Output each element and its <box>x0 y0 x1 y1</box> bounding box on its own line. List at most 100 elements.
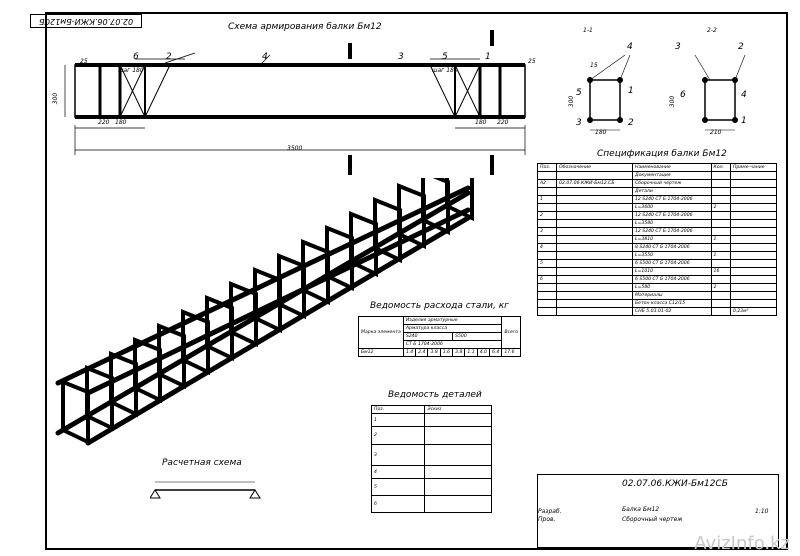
spec-cell <box>536 251 558 260</box>
details-sketch <box>424 465 492 479</box>
stamp-label: Пров. <box>538 516 556 523</box>
details-sketch <box>424 478 492 496</box>
details-pos: 2 <box>370 426 426 445</box>
spec-cell: L=1010 <box>631 267 712 276</box>
spec-cell <box>729 195 778 204</box>
spec-cell <box>729 283 778 292</box>
spec-cell <box>710 219 731 228</box>
spec-cell: 3 <box>536 227 558 236</box>
spec-cell <box>710 179 731 188</box>
spec-cell <box>556 171 633 180</box>
steel-row-mark: Бм12 <box>358 348 404 357</box>
spec-cell: Бетон класса С12/15 <box>631 299 712 308</box>
spec-header: Кол. <box>710 163 731 172</box>
dim-step-right: шаг 180 <box>432 67 458 74</box>
drawing-frame <box>45 12 788 550</box>
spec-cell: 12 S240 СТ Б 1704-2006 <box>631 195 712 204</box>
callout-5: 5 <box>442 52 448 62</box>
spec-cell <box>556 227 633 236</box>
spec-cell <box>556 187 633 196</box>
spec-title: Спецификация балки Бм12 <box>597 149 727 159</box>
watermark: AvizInfo.kz <box>694 533 790 554</box>
stirrup <box>301 239 330 306</box>
spec-cell <box>729 179 778 188</box>
spec-cell: L=3600 <box>631 203 712 212</box>
sec2-callout-3: 3 <box>675 42 681 52</box>
details-sketch <box>424 444 492 466</box>
spec-cell <box>536 219 558 228</box>
spec-row: 2 12 S240 СТ Б 1704-2006 <box>536 211 778 220</box>
spec-cell: L=3550 <box>631 251 712 260</box>
sec-dim-h: 300 <box>568 95 576 108</box>
spec-cell <box>729 243 778 252</box>
spec-cell: 6 <box>536 275 558 284</box>
spec-cell <box>710 171 731 180</box>
spec-cell: 12 S240 СТ Б 1704-2006 <box>631 211 712 220</box>
steel-h2: Арматура класса <box>402 324 503 333</box>
sec2-callout-2: 2 <box>738 42 744 52</box>
sec2-callout-1: 1 <box>741 116 747 126</box>
steel-val: 6.4 <box>489 348 503 357</box>
spec-cell <box>556 283 633 292</box>
spec-cell <box>710 299 731 308</box>
steel-total-hdr: Всего <box>501 316 522 349</box>
spec-cell <box>729 275 778 284</box>
spec-cell <box>729 187 778 196</box>
spec-cell <box>556 243 633 252</box>
details-pos: 4 <box>370 465 426 479</box>
spec-cell: 2 <box>536 211 558 220</box>
details-sketch <box>424 426 492 445</box>
spec-cell <box>556 259 633 268</box>
sec-callout-2: 2 <box>628 118 634 128</box>
spec-cell <box>556 299 633 308</box>
stirrup <box>277 253 306 320</box>
steel-h1: Изделия арматурные <box>402 316 503 325</box>
calc-scheme <box>150 481 261 499</box>
steel-val: 1.6 <box>439 348 454 357</box>
spec-cell: 1 <box>536 195 558 204</box>
details-title: Ведомость деталей <box>388 390 482 400</box>
calc-title: Расчетная схема <box>162 458 242 468</box>
title-block <box>537 474 779 548</box>
spec-cell <box>710 291 731 300</box>
steel-val: 4.0 <box>476 348 491 357</box>
dim-right-b: 180 <box>475 119 487 126</box>
stamp-code: 02.07.06.КЖИ-Бм12СБ <box>622 479 728 489</box>
spec-row: Бетон класса С12/15 <box>536 299 778 308</box>
beam-elevation <box>64 30 526 175</box>
spec-cell <box>536 187 558 196</box>
spec-cell: 02.07.06.КЖИ-Бм12.СБ <box>556 179 633 188</box>
spec-cell <box>710 243 731 252</box>
spec-cell: 5 <box>536 259 558 268</box>
spec-cell <box>536 203 558 212</box>
stirrup <box>85 365 114 432</box>
sec-callout-1: 1 <box>628 86 634 96</box>
spec-cell <box>556 211 633 220</box>
steel-val: 2.4 <box>415 348 429 357</box>
spec-row: Документация <box>536 171 778 180</box>
spec-cell: L=3810 <box>631 235 712 244</box>
spec-cell <box>729 235 778 244</box>
spec-row: Детали <box>536 187 778 196</box>
stirrup <box>325 225 354 292</box>
sec-callout-3: 3 <box>576 118 582 128</box>
spec-cell <box>556 203 633 212</box>
sec2-dim-w: 210 <box>710 129 722 136</box>
dim-left-b: 180 <box>115 119 127 126</box>
callout-1: 1 <box>485 52 491 62</box>
spec-cell <box>536 291 558 300</box>
steel-title: Ведомость расхода стали, кг <box>370 301 509 311</box>
spec-cell: 6 S500 СТ Б 1704-2006 <box>631 259 712 268</box>
spec-cell <box>556 267 633 276</box>
details-table: Поз.Эскиз 1 2 3 4 5 6 <box>370 405 492 513</box>
details-sketch <box>424 413 492 427</box>
stirrup <box>109 351 138 418</box>
spec-cell <box>710 187 731 196</box>
spec-cell: 1 <box>710 251 731 260</box>
spec-cell <box>536 299 558 308</box>
spec-cell <box>556 291 633 300</box>
